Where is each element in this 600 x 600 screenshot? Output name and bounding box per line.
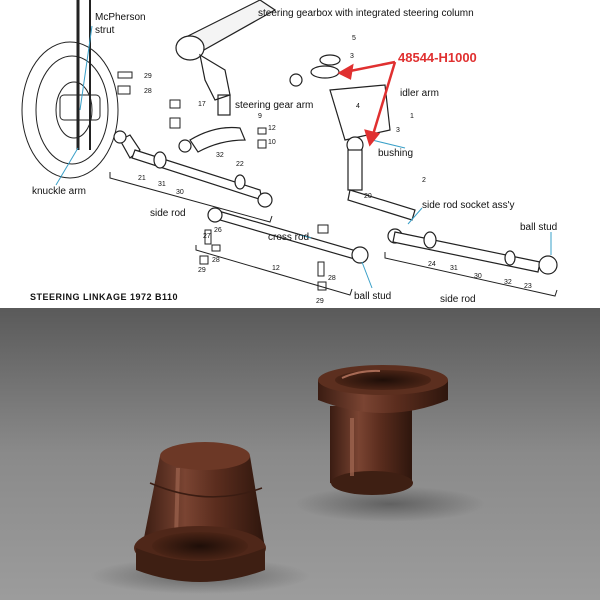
callout-number: 1 — [410, 113, 414, 120]
label-side-rod-right: side rod — [440, 294, 476, 305]
callout-numbers: 29 28 17 9 12 10 22 32 21 31 30 27 26 28… — [138, 35, 532, 305]
callout-number: 21 — [138, 175, 146, 182]
steering-gear-arm-drawing — [178, 126, 246, 153]
idler-arm-drawing — [289, 54, 416, 221]
label-knuckle-arm: knuckle arm — [32, 186, 86, 197]
callout-number: 30 — [474, 273, 482, 280]
bracket-lines — [109, 172, 558, 297]
callout-number: 28 — [328, 275, 336, 282]
callout-number: 29 — [198, 267, 206, 274]
label-mcpherson-strut: McPherson — [95, 12, 146, 23]
callout-number: 29 — [316, 298, 324, 305]
steering-gearbox-drawing — [175, 0, 277, 116]
hardware-drawing — [117, 71, 329, 291]
label-bushing: bushing — [378, 148, 413, 159]
bushing-left — [90, 442, 310, 594]
label-ball-stud-center: ball stud — [354, 291, 391, 302]
callout-number: 28 — [144, 88, 152, 95]
callout-number: 9 — [258, 113, 262, 120]
callout-number: 29 — [144, 73, 152, 80]
callout-number: 10 — [268, 139, 276, 146]
callout-number: 17 — [198, 101, 206, 108]
label-side-rod-left: side rod — [150, 208, 186, 219]
bushing-right — [295, 365, 485, 522]
callout-number: 28 — [212, 257, 220, 264]
callout-number: 3 — [350, 53, 354, 60]
callout-number: 5 — [352, 35, 356, 42]
callout-number: 4 — [356, 103, 360, 110]
label-idler-arm: idler arm — [400, 88, 439, 99]
callout-number: 12 — [272, 265, 280, 272]
label-steering-gear-arm: steering gear arm — [235, 100, 313, 111]
callout-number: 20 — [364, 193, 372, 200]
diagram-caption: STEERING LINKAGE 1972 B110 — [30, 292, 178, 302]
label-ball-stud-right: ball stud — [520, 222, 557, 233]
callout-number: 22 — [236, 161, 244, 168]
leader-lines — [55, 25, 552, 289]
callout-number: 26 — [214, 227, 222, 234]
callout-number: 32 — [504, 279, 512, 286]
callout-number: 31 — [158, 181, 166, 188]
label-side-rod-socket: side rod socket ass'y — [422, 200, 515, 211]
part-number-label: 48544-H1000 — [398, 50, 477, 65]
label-steering-gearbox: steering gearbox with integrated steerin… — [258, 8, 474, 19]
callout-number: 32 — [216, 152, 224, 159]
steering-linkage-diagram: McPherson strut knuckle arm steering gea… — [21, 0, 558, 305]
callout-number: 2 — [422, 177, 426, 184]
callout-number: 30 — [176, 189, 184, 196]
cross-rod-drawing — [207, 207, 369, 264]
callout-number: 27 — [203, 233, 211, 240]
callout-number: 23 — [524, 283, 532, 290]
callout-number: 24 — [428, 261, 436, 268]
part-number-arrows — [337, 60, 397, 147]
callout-number: 3 — [396, 127, 400, 134]
label-cross-rod: cross rod — [268, 232, 309, 243]
callout-number: 12 — [268, 125, 276, 132]
callout-number: 31 — [450, 265, 458, 272]
wheel-hub-drawing — [21, 0, 119, 179]
bushing-product-photo — [0, 308, 600, 600]
right-side-rod-drawing — [387, 228, 558, 275]
left-side-rod-drawing — [113, 130, 273, 208]
label-mcpherson-strut-2: strut — [95, 25, 115, 36]
